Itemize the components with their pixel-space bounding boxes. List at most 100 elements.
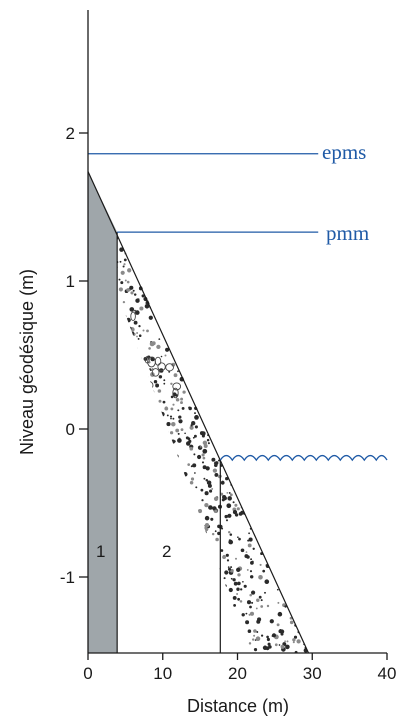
sediment-dot xyxy=(286,640,289,643)
sediment-dot xyxy=(126,317,131,323)
sediment-dot xyxy=(217,531,221,536)
sediment-dot xyxy=(195,486,198,489)
sediment-dot xyxy=(142,329,145,332)
sediment-dot xyxy=(126,341,129,344)
sediment-dot xyxy=(182,485,185,489)
sediment-dot xyxy=(141,375,146,380)
sediment-dot xyxy=(169,445,172,447)
sediment-dot xyxy=(202,456,206,460)
sediment-dot xyxy=(125,328,130,334)
sediment-dot xyxy=(256,631,259,633)
pebble-outline xyxy=(123,325,130,334)
sediment-dot xyxy=(248,532,250,535)
sediment-dot xyxy=(106,202,108,204)
sediment-dot xyxy=(182,390,186,394)
sediment-dot xyxy=(248,537,253,542)
sediment-dot xyxy=(203,477,206,480)
sediment-dot xyxy=(193,516,196,519)
beach-profile-line xyxy=(87,171,310,654)
sediment-dot xyxy=(109,203,111,205)
y-tick-label: -1 xyxy=(60,568,75,587)
pebble-outline xyxy=(130,311,136,322)
sediment-dot xyxy=(146,411,149,414)
sediment-dot xyxy=(194,515,197,519)
sediment-dot xyxy=(143,403,146,406)
sediment-dot xyxy=(202,465,207,470)
sediment-dot xyxy=(177,438,182,443)
pebble-outline xyxy=(144,356,150,364)
sediment-dot xyxy=(245,551,248,553)
sediment-dot xyxy=(171,456,176,461)
sediment-dot xyxy=(255,636,261,641)
pebble-outline xyxy=(145,381,154,390)
sediment-dot xyxy=(159,411,165,417)
sediment-dot xyxy=(262,569,266,573)
sediment-dot xyxy=(212,468,218,473)
sediment-dot xyxy=(274,643,278,647)
sediment-dot xyxy=(252,547,255,550)
sediment-dot xyxy=(188,439,192,444)
sediment-dot xyxy=(192,436,195,439)
sediment-dot xyxy=(73,236,75,238)
y-tick-label: 2 xyxy=(66,124,75,143)
sediment-dot xyxy=(214,472,219,477)
sediment-dot xyxy=(236,593,239,595)
sediment-dot xyxy=(135,389,140,394)
sediment-dot xyxy=(228,539,234,545)
sediment-dot xyxy=(296,639,301,644)
sediment-dot xyxy=(264,591,266,594)
sediment-dot xyxy=(248,642,252,645)
sediment-dot xyxy=(220,549,224,552)
sediment-dot xyxy=(265,646,270,651)
sediment-dot xyxy=(213,496,219,501)
sediment-dot xyxy=(140,380,145,385)
sediment-dot xyxy=(135,298,140,303)
y-axis-title: Niveau géodésique (m) xyxy=(17,269,37,455)
sediment-dot xyxy=(103,196,105,198)
sediment-dot xyxy=(200,446,202,448)
sediment-dot xyxy=(178,415,182,419)
sediment-dot xyxy=(227,513,232,518)
sediment-dot xyxy=(211,532,215,536)
sediment-dot xyxy=(215,537,219,542)
sediment-dot xyxy=(171,421,176,427)
sediment-dot xyxy=(204,502,209,508)
sediment-dot xyxy=(119,260,122,263)
sediment-dot xyxy=(277,601,280,604)
sediment-dot xyxy=(138,324,141,328)
sediment-dot xyxy=(208,505,213,510)
sediment-dot xyxy=(229,493,233,497)
sediment-dot xyxy=(175,428,180,433)
sediment-dot xyxy=(267,642,271,646)
sediment-dot xyxy=(244,554,249,559)
sediment-dot xyxy=(148,405,153,409)
sediment-dot xyxy=(260,605,264,608)
sediment-dot xyxy=(236,587,240,591)
sediment-dot xyxy=(170,417,172,420)
sediment-dot xyxy=(252,638,255,641)
sediment-dot xyxy=(169,442,174,447)
sediment-dot xyxy=(162,441,168,446)
sediment-dot xyxy=(202,448,208,454)
sediment-dot xyxy=(189,446,194,451)
sediment-dot xyxy=(258,574,263,580)
sediment-dot xyxy=(68,236,71,239)
sediment-dot xyxy=(146,376,149,379)
sediment-dot xyxy=(123,343,128,349)
sediment-dot xyxy=(269,619,274,624)
sediment-dot xyxy=(157,389,162,393)
x-axis-title: Distance (m) xyxy=(187,696,289,716)
sediment-dot xyxy=(232,578,236,582)
sediment-dot xyxy=(131,365,135,369)
sediment-dot xyxy=(118,287,123,292)
sediment-dot xyxy=(82,233,86,237)
sediment-dot xyxy=(207,442,210,445)
water-level-wave xyxy=(219,454,388,462)
zone-2-label: 2 xyxy=(162,542,171,561)
sediment-dot xyxy=(73,233,78,238)
sediment-dot xyxy=(239,600,243,603)
sediment-dot xyxy=(164,453,167,456)
pebble-outline xyxy=(154,356,162,366)
sediment-dot xyxy=(240,548,245,553)
sediment-dot xyxy=(205,466,210,471)
